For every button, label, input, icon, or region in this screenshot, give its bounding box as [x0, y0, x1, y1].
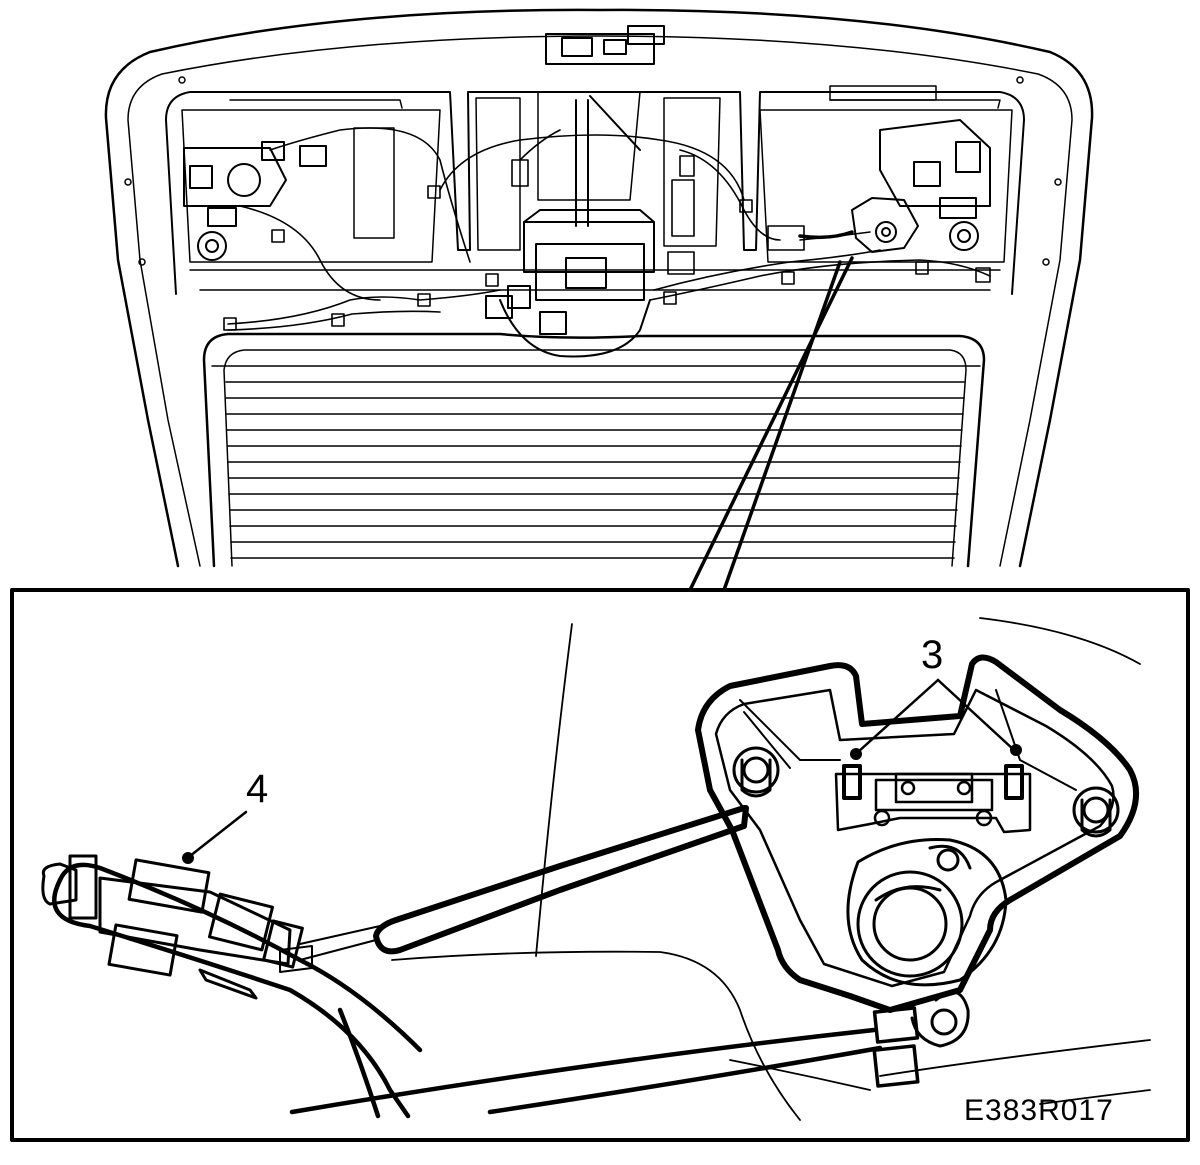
- tailgate-inner-edge: [127, 35, 1073, 567]
- top-latch: [545, 25, 665, 65]
- mounting-stud-right: [1072, 786, 1120, 838]
- edge-rivets: [124, 76, 1062, 266]
- rod-upper: [289, 1027, 877, 1115]
- callout-4-label: 4: [246, 767, 268, 811]
- cable-lower-a: [52, 877, 411, 1119]
- central-lock-motor: [485, 95, 655, 358]
- panel-contours: [391, 617, 1151, 1121]
- retaining-clip-left: [842, 764, 862, 800]
- lamp-socket: [846, 838, 1008, 1048]
- figure-code: E383R017: [964, 1094, 1114, 1127]
- bracket-rib-left: [739, 699, 841, 769]
- electrical-connector: [41, 854, 304, 1000]
- rod-lower: [487, 1045, 883, 1115]
- cable-lower-b: [57, 862, 423, 1053]
- rod-clamp-a: [872, 1006, 920, 1044]
- window-inner: [223, 349, 967, 567]
- callout-3: 3: [850, 633, 1022, 760]
- clip-mount-plate: [834, 772, 1032, 834]
- tailgate-hinge-bracket: [695, 654, 1139, 1013]
- left-hinge: [183, 141, 327, 261]
- bracket-rib-right: [995, 689, 1077, 791]
- cable-sleeve-upper: [373, 805, 749, 955]
- detail-view: 3 4 E383R017: [10, 588, 1190, 1142]
- rear-window: [202, 332, 986, 568]
- rod-clamp-b: [872, 1044, 920, 1088]
- right-hinge: [879, 119, 991, 251]
- tailgate-outer-edge: [104, 8, 1094, 568]
- support-rod: [289, 1006, 920, 1115]
- window-frame: [202, 332, 986, 568]
- detail-leader: [688, 256, 854, 592]
- cable-lower: [52, 862, 423, 1119]
- tailgate-overview: [104, 8, 1094, 568]
- detail-source-fastener: [798, 197, 919, 253]
- retaining-clip-right: [1004, 764, 1024, 800]
- trim-panel: [165, 91, 1025, 295]
- cable-lower-c: [337, 1007, 381, 1119]
- mounting-stud-left: [732, 746, 780, 798]
- bracket-outline: [695, 654, 1139, 1013]
- defroster-lines: [225, 381, 965, 559]
- callout-3-label: 3: [921, 633, 943, 677]
- callout-4: 4: [182, 767, 268, 864]
- panel-frames: [181, 85, 1013, 263]
